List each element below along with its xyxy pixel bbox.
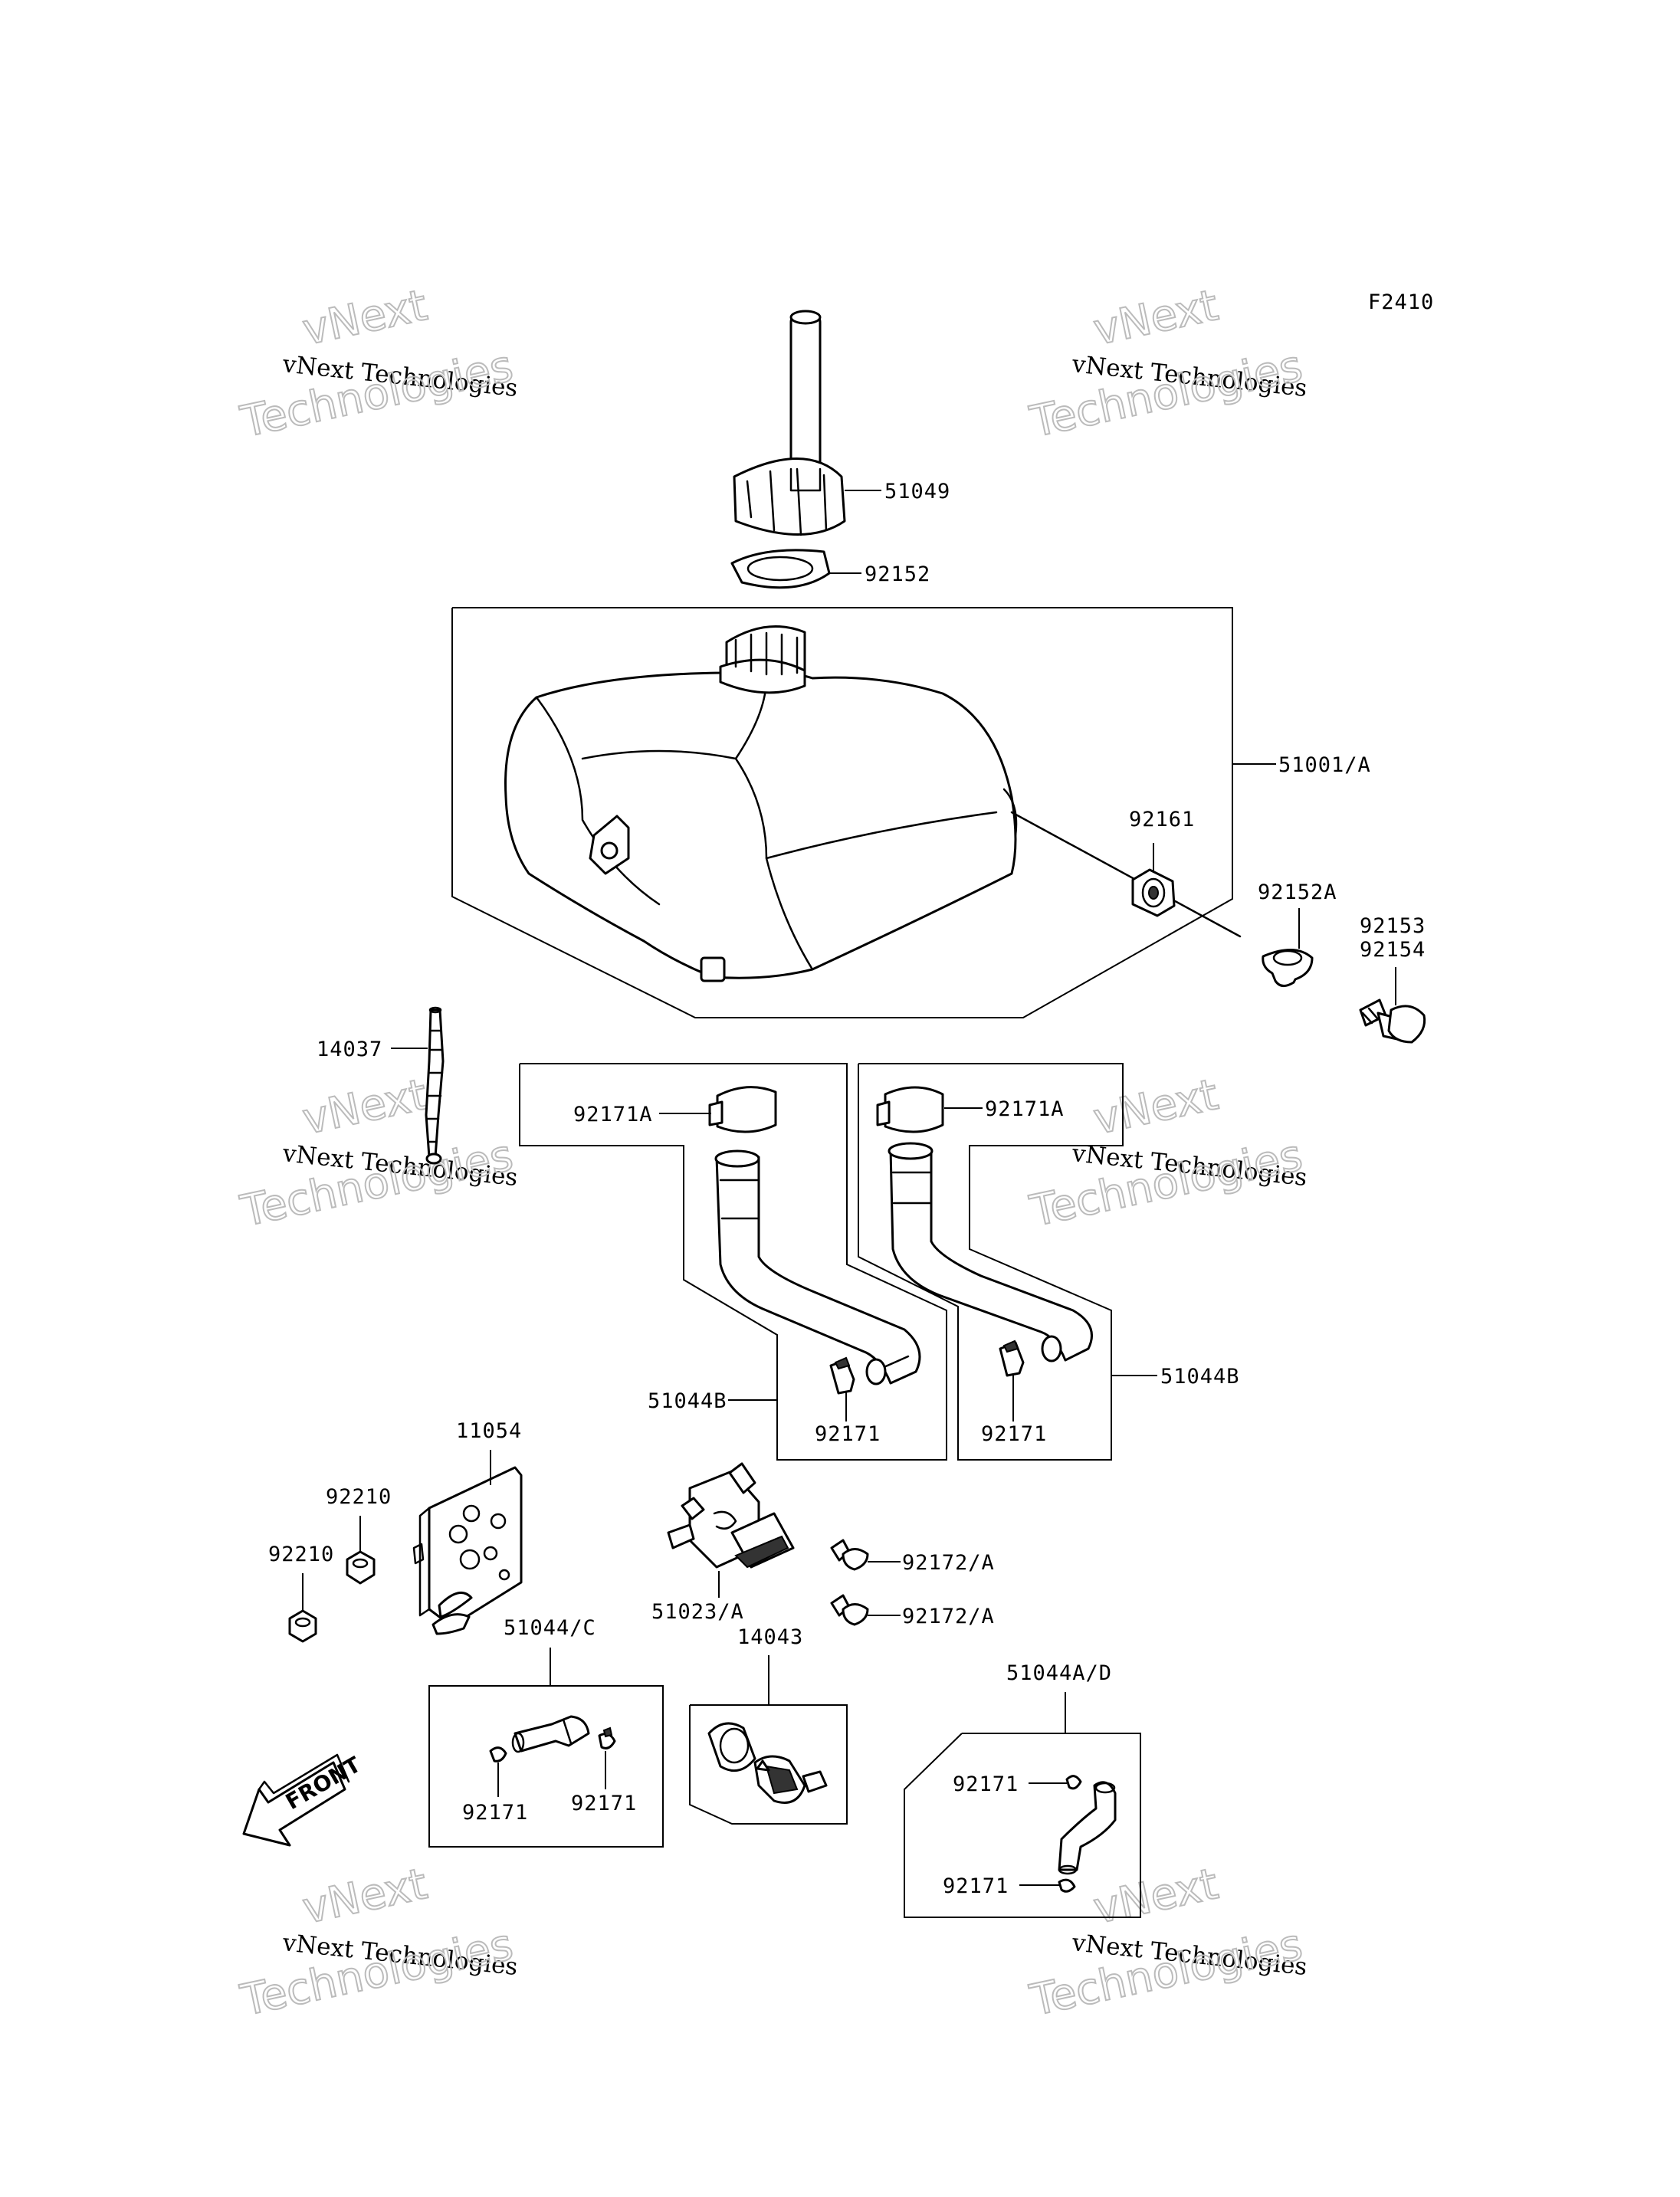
label-51044b-left: 51044B <box>648 1389 727 1413</box>
label-51001a: 51001/A <box>1278 753 1371 777</box>
front-arrow-label: FRONT <box>281 1752 365 1815</box>
hose-51044ad-drawing <box>1058 1775 1117 1893</box>
svg-text:vNext: vNext <box>1089 280 1222 356</box>
svg-text:vNext: vNext <box>1089 1070 1222 1145</box>
label-51044b-right: 51044B <box>1160 1365 1240 1389</box>
watermark-top-right: vNext vNext Technologies Technologies <box>1025 280 1308 448</box>
label-92171a-right: 92171A <box>985 1097 1065 1121</box>
label-92161: 92161 <box>1129 808 1195 831</box>
fuel-tank-group-box <box>451 607 1233 1018</box>
watermark-middle-left: vNext vNext Technologies Technologies <box>235 1069 519 1238</box>
screw-a-drawing <box>830 1539 869 1571</box>
bolt-drawing <box>1359 998 1426 1044</box>
svg-text:vNext: vNext <box>298 1859 431 1934</box>
watermark-top-left: vNext vNext Technologies Technologies <box>235 280 519 448</box>
svg-text:Technologies: Technologies <box>1025 1920 1306 2026</box>
svg-text:vNext: vNext <box>298 1070 431 1145</box>
svg-text:Technologies: Technologies <box>236 1920 517 2026</box>
svg-text:Technologies: Technologies <box>1025 341 1306 448</box>
label-11054: 11054 <box>456 1419 522 1443</box>
fuel-hose-group-box-right <box>858 1063 1124 1461</box>
label-92152a: 92152A <box>1258 880 1337 904</box>
hose-group-box-51044ad <box>904 1733 1141 1918</box>
label-51049: 51049 <box>884 480 950 503</box>
label-92154: 92154 <box>1360 938 1426 962</box>
label-92171-c1: 92171 <box>462 1801 528 1825</box>
watermark-middle-right: vNext vNext Technologies Technologies <box>1025 1069 1308 1238</box>
label-92210-b: 92210 <box>268 1543 334 1566</box>
fuel-hose-left-drawing <box>708 1086 921 1395</box>
label-14043: 14043 <box>737 1625 803 1649</box>
nut-b-drawing <box>288 1609 317 1643</box>
screw-b-drawing <box>830 1594 869 1626</box>
fuel-hose-group-box-left <box>519 1063 947 1461</box>
collar-drawing <box>1262 949 1314 987</box>
label-51044ad: 51044A/D <box>1006 1661 1112 1685</box>
label-92172a-a: 92172/A <box>902 1551 995 1575</box>
front-direction-arrow: FRONT <box>242 1752 365 1847</box>
label-92171-c2: 92171 <box>571 1792 637 1815</box>
cap-gasket-drawing <box>730 549 831 589</box>
label-92153: 92153 <box>1360 914 1426 938</box>
fuel-cock-bracket-drawing <box>412 1466 523 1635</box>
label-92171-b2: 92171 <box>981 1422 1047 1446</box>
label-92171-d1: 92171 <box>953 1772 1019 1796</box>
svg-text:vNext: vNext <box>1089 1859 1222 1934</box>
label-51044c: 51044/C <box>504 1616 596 1640</box>
label-51023a: 51023/A <box>651 1600 744 1624</box>
cable-tie-drawing <box>425 1006 445 1165</box>
label-14037: 14037 <box>317 1038 382 1061</box>
fuel-hose-right-drawing <box>876 1086 1093 1377</box>
label-92171-d2: 92171 <box>943 1874 1009 1898</box>
fuel-filter-drawing <box>707 1722 828 1804</box>
label-92172a-b: 92172/A <box>902 1605 995 1628</box>
fuel-cap-drawing <box>733 310 846 536</box>
label-92210-a: 92210 <box>326 1485 392 1509</box>
svg-text:Technologies: Technologies <box>1025 1130 1306 1237</box>
label-92171-b1: 92171 <box>815 1422 881 1446</box>
svg-text:vNext: vNext <box>298 280 431 356</box>
nut-a-drawing <box>346 1550 376 1585</box>
hose-51044c-drawing <box>489 1715 616 1763</box>
label-92171a-left: 92171A <box>573 1103 653 1126</box>
figure-code: F2410 <box>1368 290 1434 314</box>
hose-group-box-51044c <box>428 1685 664 1848</box>
fuel-filter-group-box <box>689 1704 848 1825</box>
svg-text:Technologies: Technologies <box>236 1130 517 1237</box>
grommet-drawing <box>1131 868 1176 917</box>
fuel-tank-drawing <box>504 625 1242 982</box>
watermark-bottom-left: vNext vNext Technologies Technologies <box>235 1858 519 2027</box>
fuel-cock-drawing <box>667 1462 795 1569</box>
svg-text:Technologies: Technologies <box>236 341 517 448</box>
label-92152: 92152 <box>865 562 930 586</box>
